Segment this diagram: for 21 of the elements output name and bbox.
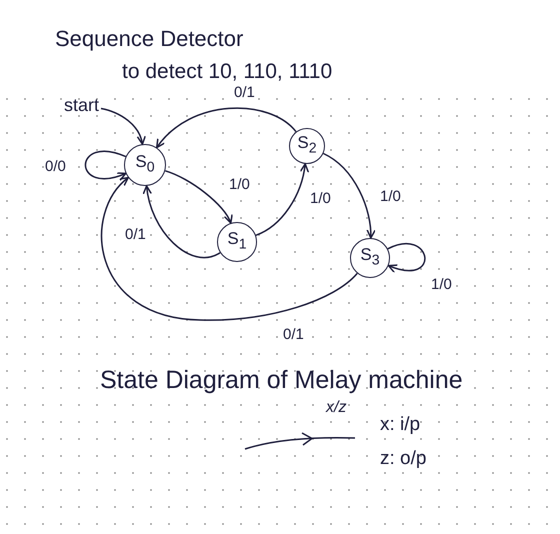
state-name: S$_{1}$ [227, 230, 247, 254]
notation-label: x/z [326, 399, 346, 417]
edge-label: 0/1 [233, 84, 256, 102]
transition-arrow [101, 176, 358, 321]
transition-arrow [100, 108, 146, 145]
transition-arrow [323, 152, 376, 239]
legend-note: z: o/p [380, 448, 426, 470]
self-loop-arrow [388, 243, 426, 273]
caption: State Diagram of Melay machine [100, 366, 463, 395]
start-label: start [62, 92, 102, 118]
self-loop-arrow [84, 150, 127, 180]
state-name: S$_{3}$ [360, 246, 380, 270]
transition-arrow [164, 170, 232, 224]
transition-arrow [143, 185, 220, 258]
state-name: S$_{0}$ [135, 153, 155, 177]
legend-note: x: i/p [380, 414, 420, 436]
subtitle: to detect 10, 110, 1110 [122, 60, 332, 84]
transition-arrow [256, 163, 309, 236]
state-name: S$_{2}$ [297, 134, 317, 158]
transition-arrow [156, 108, 297, 148]
title: Sequence Detector [55, 26, 244, 52]
